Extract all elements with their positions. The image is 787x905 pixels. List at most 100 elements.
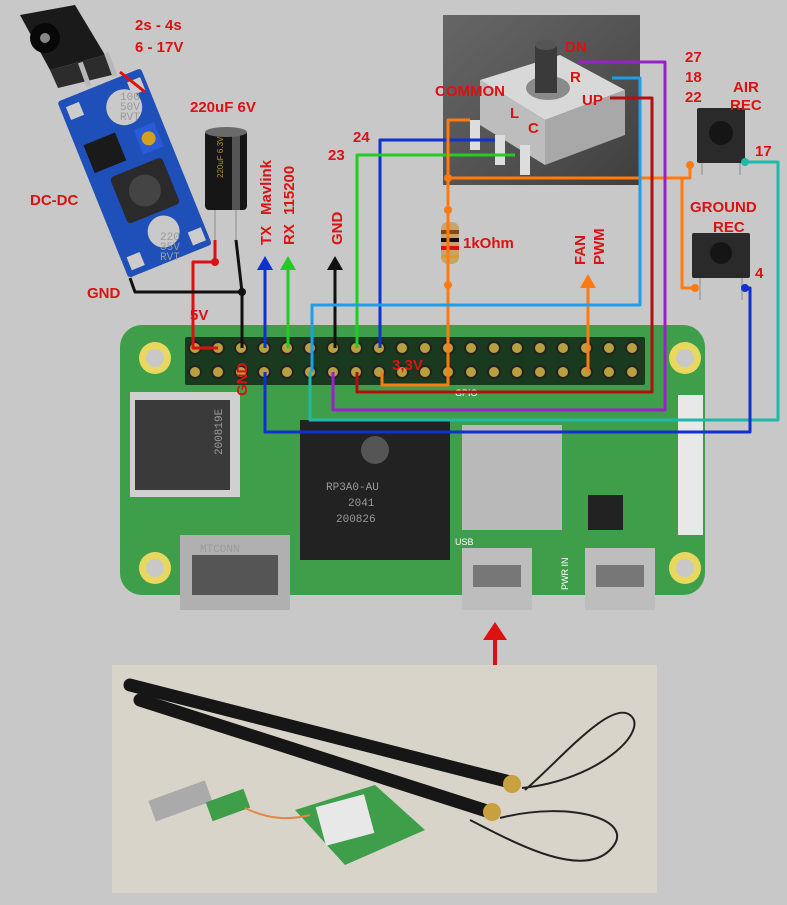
gpio-pin — [533, 365, 547, 379]
gpio-pin — [533, 341, 547, 355]
gpio-pins — [188, 341, 639, 379]
wire-gpio23-green — [355, 153, 515, 348]
cap1-bot-text: RVT — [120, 112, 140, 124]
label-tx: TX — [258, 226, 275, 245]
gnd-arrow — [327, 256, 343, 270]
label-r: R — [570, 69, 581, 86]
label-resistor: 1kOhm — [463, 235, 514, 252]
labels: 2s - 4s 6 - 17V 220uF 6V DC-DC GND 5V GN… — [30, 17, 772, 396]
cap2-mid-text: 35V — [160, 242, 180, 254]
gpio-pin — [602, 341, 616, 355]
dcdc-module — [58, 69, 212, 278]
cap2-top-text: 220 — [160, 232, 180, 244]
label-gpio4: 4 — [755, 265, 764, 282]
gpio-pin — [395, 365, 409, 379]
gpio-pin — [303, 341, 317, 355]
dc-barrel-jack — [20, 5, 118, 88]
wire-common-orange — [380, 118, 470, 387]
arrow-heads — [257, 256, 596, 680]
capacitor-rating-text: 220uF 6.3V — [216, 136, 225, 178]
label-dn: DN — [565, 39, 587, 56]
fan-arrow — [580, 274, 596, 288]
gpio-pin — [625, 365, 639, 379]
gpio-pin — [326, 341, 340, 355]
gpio-pin — [625, 341, 639, 355]
resistor — [441, 222, 459, 264]
gpio-pin — [188, 365, 202, 379]
rx-arrow — [280, 256, 296, 270]
pwr-in-silkscreen: PWR IN — [560, 558, 570, 591]
label-3v3: 3,3V — [392, 357, 423, 374]
cap1-mid-text: 50V — [120, 102, 140, 114]
label-gpio18: 18 — [685, 69, 702, 86]
gpio-pin — [556, 365, 570, 379]
label-5v: 5V — [190, 307, 208, 324]
gpio-pin — [556, 341, 570, 355]
wire-r-lightblue — [310, 76, 642, 372]
wifi-adapter-photo — [112, 665, 657, 893]
wire-dots — [211, 158, 749, 296]
joystick-photo — [443, 15, 640, 185]
gpio-pin — [487, 365, 501, 379]
label-common: COMMON — [435, 83, 505, 100]
label-gpio24: 24 — [353, 129, 370, 146]
label-mavlink: Mavlink — [258, 159, 275, 215]
label-voltage: 6 - 17V — [135, 39, 183, 56]
cap2-bot-text: RVT — [160, 252, 180, 264]
ground-rec-button — [692, 233, 750, 300]
wire-gpio24-blue — [378, 138, 495, 348]
usb-arrow — [483, 622, 507, 640]
label-ground: GROUND — [690, 199, 757, 216]
wire-dn-purple — [331, 60, 667, 412]
gpio-pin — [579, 341, 593, 355]
label-baud: 115200 — [281, 166, 298, 215]
label-air-rec: REC — [730, 97, 762, 114]
tx-arrow — [257, 256, 273, 270]
label-ground-rec: REC — [713, 219, 745, 236]
gpio-pin — [579, 365, 593, 379]
cap1-top-text: 100 — [120, 92, 140, 104]
gpio-pin — [418, 341, 432, 355]
gpio-pin — [602, 365, 616, 379]
label-gpio22: 22 — [685, 89, 702, 106]
gpio-pin — [510, 365, 524, 379]
label-gnd-top: GND — [329, 212, 346, 246]
label-up: UP — [582, 92, 603, 109]
label-fan: FAN — [572, 235, 589, 265]
label-air: AIR — [733, 79, 759, 96]
label-pwm: PWM — [591, 228, 608, 265]
gpio-pin — [487, 341, 501, 355]
gpio-pin — [234, 365, 248, 379]
wire-up-darkred — [355, 96, 654, 394]
label-rx: RX — [281, 224, 298, 245]
hdmi-silkscreen: MTCONN — [200, 544, 240, 556]
label-dcdc: DC-DC — [30, 192, 78, 209]
label-l: L — [510, 105, 519, 122]
label-gpio27: 27 — [685, 49, 702, 66]
gpio-pin — [418, 365, 432, 379]
wire-battery-red — [119, 70, 146, 94]
wire-gpio17-teal — [308, 160, 780, 422]
gpio-pin — [280, 365, 294, 379]
label-gnd-left: GND — [87, 285, 121, 302]
gpio-pin — [464, 365, 478, 379]
gpio-pin — [510, 341, 524, 355]
label-gnd-vert: GND — [234, 363, 251, 397]
usb-silkscreen: USB — [455, 537, 474, 547]
soc-line1: RP3A0-AU — [326, 482, 379, 494]
gpio-pin — [464, 341, 478, 355]
wire-ground-orange — [680, 176, 695, 290]
label-capacitor: 220uF 6V — [190, 99, 256, 116]
sd-silkscreen: 200819E — [214, 408, 226, 455]
label-battery: 2s - 4s — [135, 17, 182, 34]
gpio-pin — [211, 365, 225, 379]
electrolytic-capacitor — [205, 127, 247, 240]
gpio-pin — [395, 341, 409, 355]
air-rec-button — [697, 108, 745, 175]
label-c: C — [528, 120, 539, 137]
wire-5v-red — [191, 240, 218, 350]
wire-gnd-dcdc-black — [128, 277, 242, 294]
soc-line2: 2041 — [348, 498, 375, 510]
label-gpio17: 17 — [755, 143, 772, 160]
